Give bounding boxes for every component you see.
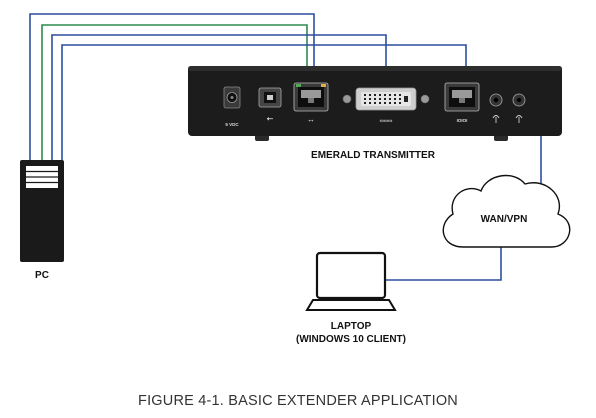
transmitter-label: EMERALD TRANSMITTER [311,150,436,161]
laptop-icon [305,251,397,311]
cable-wan-to-laptop [386,247,502,281]
dvi-port-icon [342,87,430,111]
power-jack-icon [223,86,241,109]
ethernet-port-icon [293,82,329,112]
pc-label: PC [35,270,49,281]
figure-caption: FIGURE 4-1. BASIC EXTENDER APPLICATION [138,393,458,409]
network-label: IOIOI [457,118,468,123]
network-port-icon [444,82,480,112]
cloud-icon [442,174,571,248]
laptop-label-line2: (WINDOWS 10 CLIENT) [296,334,406,345]
power-label: 5 VDC [225,122,239,127]
cable-blue-pc-to-dvi [51,34,387,160]
dvi-label: ▭▭▭ [380,118,394,123]
ethernet-label: ↔ [307,115,315,124]
transmitter-device-icon: 5 VDC ⭠ ↔ [188,66,562,141]
cables [29,13,542,281]
pc-tower-icon [20,160,64,262]
cloud-label: WAN/VPN [481,214,528,225]
cable-blue-pc-to-eth [29,13,315,160]
audio-jack-icon [489,93,526,123]
cable-blue-pc-to-net [61,44,467,160]
laptop-label-line1: LAPTOP [331,321,372,332]
usb-label: ⭠ [267,114,274,123]
usb-port-icon [258,87,282,108]
cable-green-pc-to-eth [41,24,308,160]
